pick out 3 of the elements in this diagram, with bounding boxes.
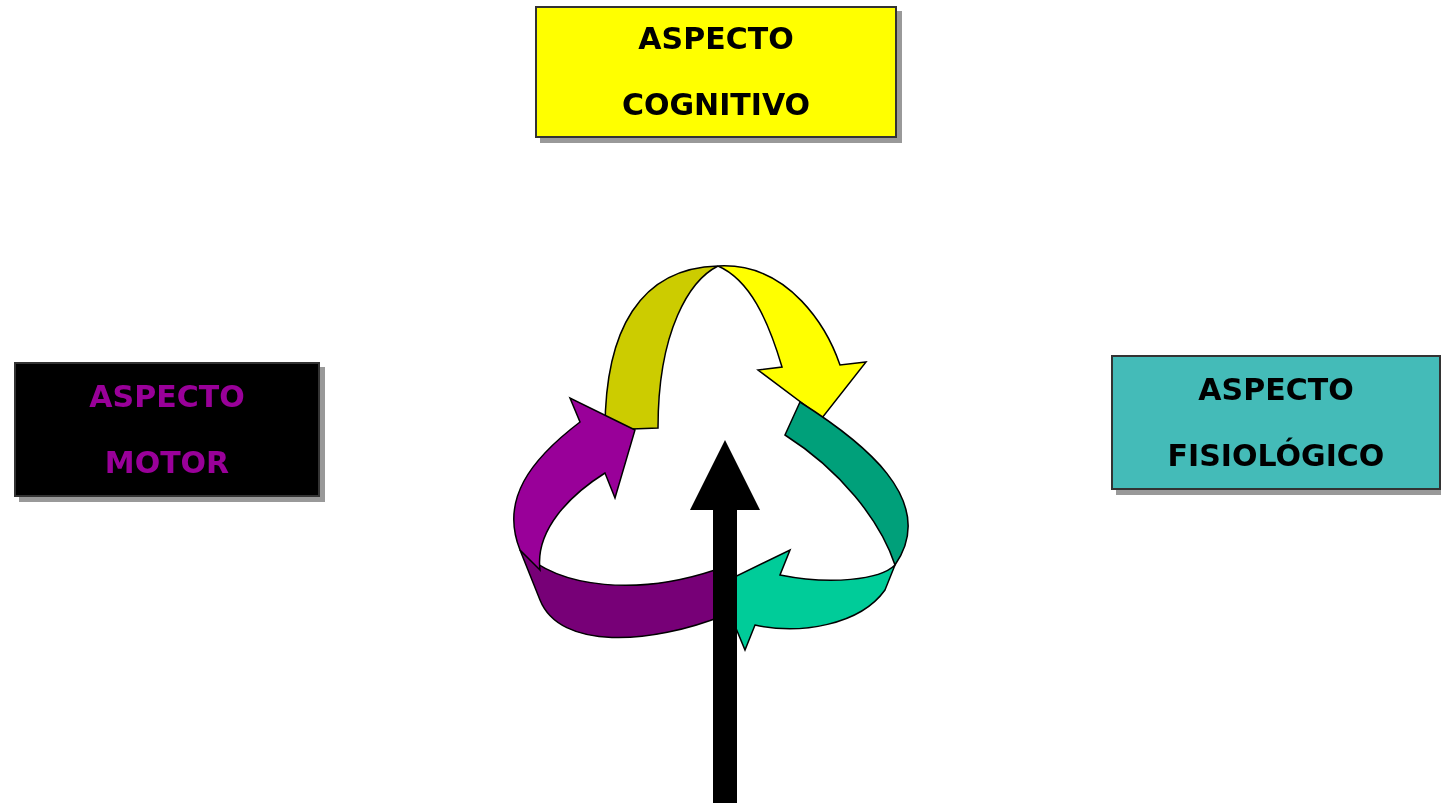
box-label: ASPECTO MOTOR [88,377,246,482]
box-label: ASPECTO FISIOLÓGICO [1166,370,1386,475]
box-label: ASPECTO COGNITIVO [620,20,812,124]
